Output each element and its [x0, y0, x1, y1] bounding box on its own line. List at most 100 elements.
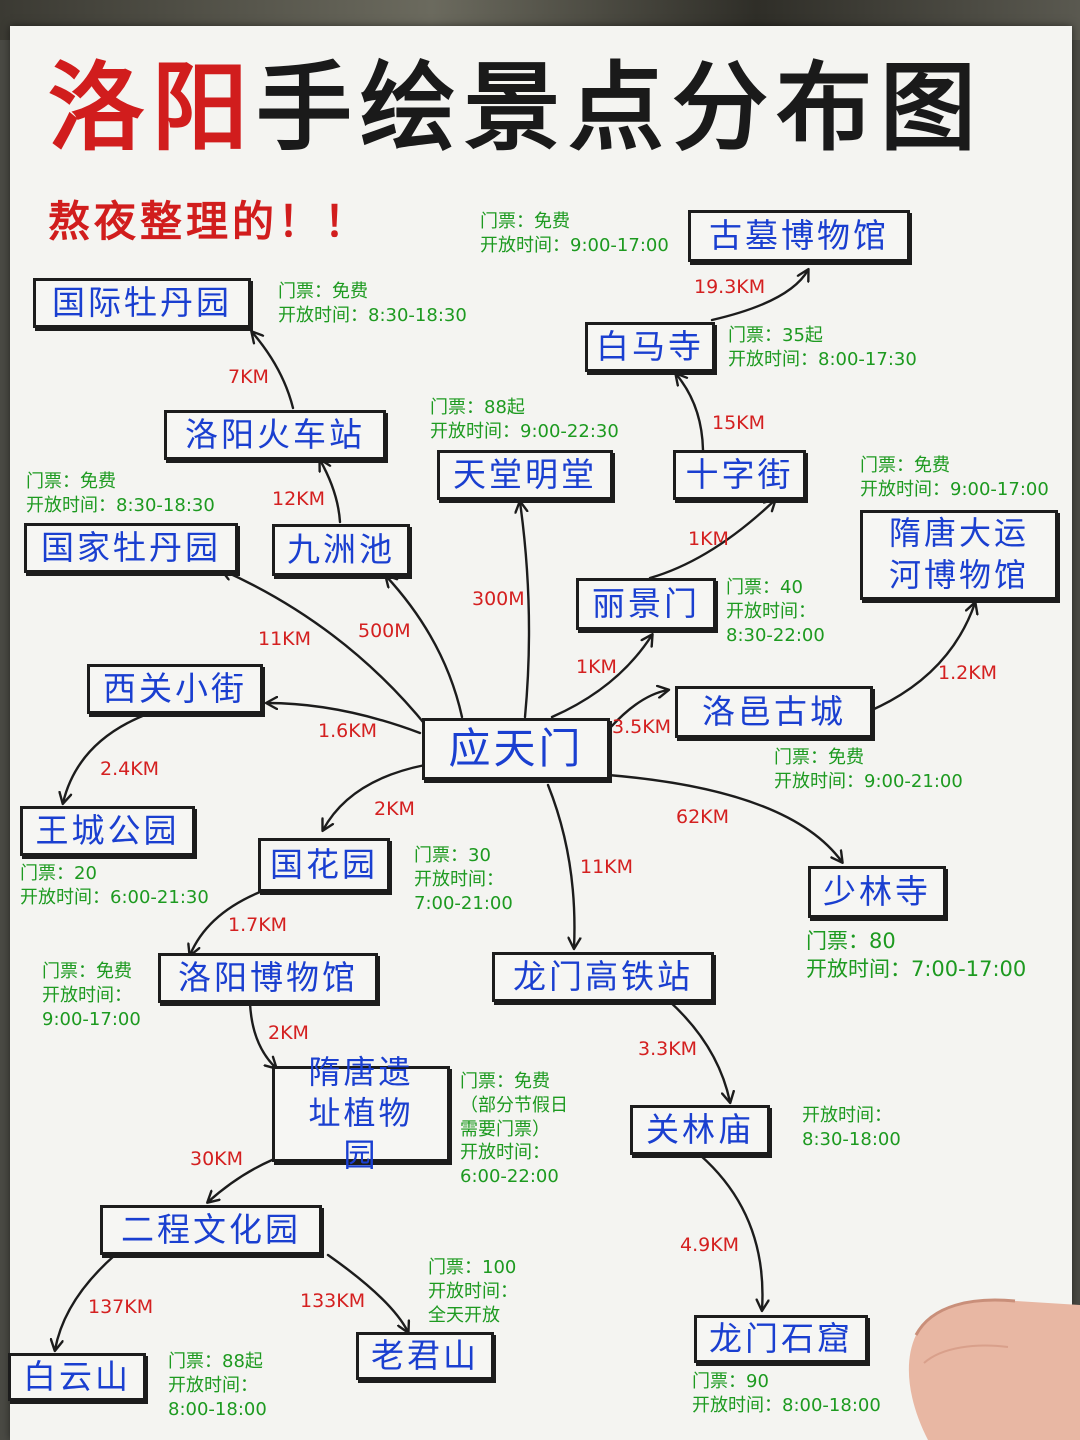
info-lijingmen: 门票：40 开放时间： 8:30-22:00	[726, 576, 825, 647]
arrow-guohua-to-bowuguan	[190, 888, 267, 955]
info-line: 开放时间：	[802, 1105, 892, 1126]
info-line: 6:00-22:00	[460, 1166, 559, 1187]
distance-jiuzhou-huoche: 12KM	[272, 488, 326, 510]
info-line: 开放时间：	[168, 1374, 258, 1396]
distance-guohua-bowuguan: 1.7KM	[228, 914, 288, 936]
info-line: 开放时间：	[414, 868, 504, 890]
node-guohua-garden: 国花园	[258, 838, 390, 892]
node-guanlin-temple: 关林庙	[630, 1105, 770, 1155]
arrow-yingtianmen-to-guojia-mudan	[222, 570, 430, 730]
node-yingtianmen: 应天门	[422, 718, 610, 780]
distance-ying-tiantang: 300M	[472, 588, 525, 610]
distance-guanlin-shiku: 4.9KM	[680, 1234, 740, 1256]
info-suitang-site: 门票：免费 （部分节假日 需要门票） 开放时间： 6:00-22:00	[460, 1070, 568, 1189]
arrow-yingtianmen-to-luoyi	[608, 690, 668, 730]
info-line: 开放时间：6:00-21:30	[20, 886, 209, 908]
info-line: 开放时间：	[42, 984, 132, 1006]
node-shizijie: 十字街	[673, 450, 806, 500]
distance-ying-guojia: 11KM	[258, 628, 312, 650]
info-line: 8:00-18:00	[168, 1398, 267, 1420]
node-luoyi-ancient-city: 洛邑古城	[675, 686, 873, 738]
arrow-jiuzhou-to-huochezhan	[320, 460, 342, 524]
distance-ying-jiuzhou: 500M	[358, 620, 411, 642]
info-luoyi: 门票：免费 开放时间：9:00-21:00	[774, 746, 963, 794]
arrow-ercheng-to-laojun	[326, 1253, 408, 1332]
thumb	[908, 1298, 1080, 1440]
arrow-shizijie-to-baima	[676, 374, 705, 452]
node-baiyun-mountain: 白云山	[8, 1353, 146, 1401]
node-guoji-mudan-garden: 国际牡丹园	[33, 278, 251, 328]
info-line: 门票：免费	[460, 1071, 550, 1092]
node-shaolin-temple: 少林寺	[808, 866, 946, 918]
arrow-yingtianmen-to-longmen-gaotie	[546, 783, 574, 948]
info-longmen-shiku: 门票：90 开放时间：8:00-18:00	[692, 1370, 881, 1418]
info-line: 门票：90	[692, 1371, 769, 1392]
info-bowuguan: 门票：免费 开放时间： 9:00-17:00	[42, 960, 141, 1031]
info-line: 开放时间：8:30-18:30	[26, 494, 215, 516]
arrow-baima-to-gumu	[710, 270, 808, 322]
info-baiyun: 门票：88起 开放时间： 8:00-18:00	[168, 1350, 267, 1421]
node-baima-temple: 白马寺	[585, 322, 715, 372]
node-luoyang-museum: 洛阳博物馆	[158, 953, 378, 1003]
info-line: 开放时间：8:00-18:00	[692, 1394, 881, 1416]
info-line: 8:30-22:00	[726, 624, 825, 646]
distance-lijing-shizi: 1KM	[688, 528, 729, 550]
arrow-yingtianmen-to-lijingmen	[550, 635, 652, 719]
info-line: 门票：30	[414, 845, 491, 866]
info-line: 门票：免费	[480, 211, 570, 232]
node-tiantang-mingtang: 天堂明堂	[437, 450, 613, 500]
info-line: 门票：免费	[278, 281, 368, 302]
info-line: 开放时间：9:00-21:00	[774, 770, 963, 792]
distance-luoyi-canal: 1.2KM	[938, 662, 998, 684]
distance-ying-luoyi: 3.5KM	[612, 716, 672, 738]
info-gumu: 门票：免费 开放时间：9:00-17:00	[480, 210, 669, 258]
node-laojun-mountain: 老君山	[356, 1332, 494, 1380]
arrow-yingtianmen-to-tiantang	[520, 502, 531, 719]
distance-ying-xiguan: 1.6KM	[318, 720, 378, 742]
info-line: 门票：免费	[42, 961, 132, 982]
info-guojia-mudan: 门票：免费 开放时间：8:30-18:30	[26, 470, 215, 518]
node-suitang-site-botanical-garden: 隋唐遗址植物园	[272, 1053, 450, 1174]
distance-ying-guohua: 2KM	[374, 798, 415, 820]
info-line: 门票：88起	[168, 1351, 263, 1372]
info-line: 开放时间：9:00-17:00	[860, 478, 1049, 500]
distance-suitang-ercheng: 30KM	[190, 1148, 244, 1170]
distance-ercheng-baiyun: 137KM	[88, 1296, 154, 1318]
node-guojia-mudan-garden: 国家牡丹园	[24, 523, 238, 573]
arrow-yingtianmen-to-xiguan	[267, 703, 422, 735]
arrow-ercheng-to-baiyun	[55, 1253, 117, 1350]
info-line: 门票：免费	[774, 747, 864, 768]
distance-ying-shaolin: 62KM	[676, 806, 730, 828]
info-line: （部分节假日	[460, 1094, 568, 1116]
info-line: 开放时间：8:30-18:30	[278, 304, 467, 326]
arrow-guanlin-to-longmen-shiku	[698, 1153, 762, 1310]
info-line: 门票：100	[428, 1257, 517, 1278]
arrow-lijingmen-to-shizijie	[648, 500, 775, 580]
info-line: 7:00-21:00	[414, 892, 513, 914]
distance-ercheng-laojun: 133KM	[300, 1290, 366, 1312]
info-line: 开放时间：9:00-17:00	[480, 234, 669, 256]
map-title: 洛阳手绘景点分布图	[48, 60, 984, 156]
node-ercheng-culture-garden: 二程文化园	[100, 1205, 322, 1255]
node-xiguan-street: 西关小街	[87, 664, 263, 714]
distance-bowuguan-suitang: 2KM	[268, 1022, 309, 1044]
info-baima: 门票：35起 开放时间：8:00-17:30	[728, 324, 917, 372]
info-line: 9:00-17:00	[42, 1008, 141, 1030]
title-city: 洛阳	[48, 51, 256, 164]
node-suitang-canal-museum: 隋唐大运河博物馆	[860, 510, 1058, 600]
info-line: 开放时间：8:00-17:30	[728, 348, 917, 370]
info-line: 门票：35起	[728, 325, 823, 346]
arrow-yingtianmen-to-shaolin	[606, 773, 842, 862]
node-longmen-grottoes: 龙门石窟	[694, 1315, 868, 1363]
arrow-huochezhan-to-guoji-mudan	[252, 332, 295, 410]
info-line: 门票：80	[806, 929, 896, 953]
arrow-bowuguan-to-suitang-site	[248, 1001, 276, 1068]
info-line: 需要门票）	[460, 1118, 550, 1140]
info-line: 开放时间：	[726, 600, 816, 622]
info-guanlin: 开放时间： 8:30-18:00	[802, 1104, 901, 1152]
info-line: 开放时间：	[428, 1280, 518, 1302]
node-luoyang-railway-station: 洛阳火车站	[164, 410, 386, 460]
info-shaolin: 门票：80 开放时间：7:00-17:00	[806, 928, 1026, 983]
distance-huochezhan-guoji: 7KM	[228, 366, 269, 388]
